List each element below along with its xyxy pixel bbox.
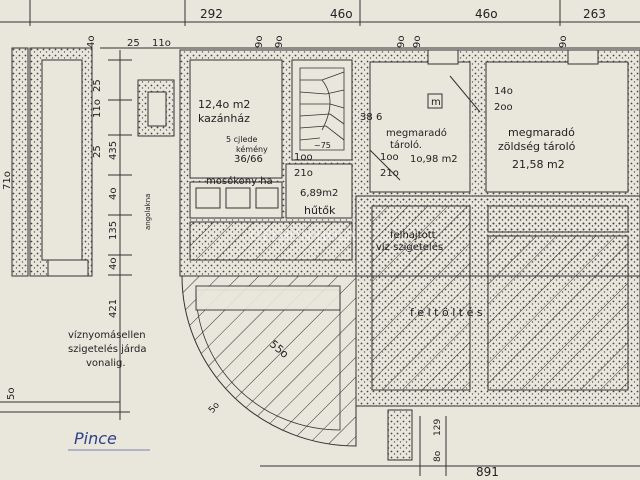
feltoltes-left-hatched: [371, 205, 471, 391]
watermark: OTTHON·HOLA: [250, 229, 356, 244]
bottom-stair: [387, 409, 413, 461]
door2-height: 21o: [380, 168, 399, 179]
dim-left-421: 421: [108, 299, 119, 318]
wall-dim-38: 38: [360, 112, 373, 123]
top-door-2: [567, 49, 599, 65]
dim-small-25: 25: [127, 38, 140, 49]
tarolo-area: 1o,98 m2: [410, 154, 458, 165]
angolakna-shaft-inner: [147, 91, 167, 127]
dim-left-40a: 4o: [108, 188, 119, 200]
dim-top-4: 263: [583, 7, 606, 21]
zoldseg-tarolo-room: [485, 61, 629, 193]
dim-small-90b: 9o: [274, 36, 285, 48]
door3-height: 2oo: [494, 102, 513, 113]
kemeny-size: 36/66: [234, 154, 263, 165]
washer-1: [195, 187, 221, 209]
wall-dim-6: 6: [376, 112, 382, 123]
mosokonyha-name: mosókony ha: [206, 175, 273, 187]
meter-box: [427, 93, 443, 109]
dim-bottom-small-50: 5o: [207, 400, 222, 415]
dim-bottom-small-129: 129: [433, 419, 443, 436]
tarolo-room: [369, 61, 471, 193]
stair-treads: [299, 67, 345, 151]
washer-2: [225, 187, 251, 209]
kemeny-name: kémény: [236, 144, 268, 154]
dim-left-110: 11o: [92, 99, 103, 118]
curved-walkway: [181, 275, 357, 447]
dim-small-90d: 9o: [412, 36, 423, 48]
dim-left-135: 135: [108, 221, 119, 240]
left-room-interior: [41, 59, 83, 261]
viznyomas-line2: szigetelés járda: [68, 343, 146, 355]
door1-height: 21o: [294, 168, 313, 179]
feltoltes-right-hatched: [487, 235, 629, 391]
washer-3: [255, 187, 279, 209]
hutok-area: 6,89m2: [300, 188, 338, 199]
dim-left-50: 5o: [6, 388, 17, 400]
dim-small-90e: 9o: [558, 36, 569, 48]
door1-width: 1oo: [294, 152, 313, 163]
dim-small-90c: 9o: [396, 36, 407, 48]
dim-small-110: 11o: [152, 38, 171, 49]
tarolo-name: megmaradó: [386, 127, 447, 139]
feltoltes-right-top: [487, 205, 629, 233]
zoldseg-area: 21,58 m2: [512, 158, 565, 171]
dim-left-25a: 25: [92, 79, 103, 92]
hutok-lower-band: [189, 221, 353, 261]
zoldseg-name2: zöldség tároló: [498, 140, 576, 153]
door-swing-1: [449, 75, 481, 113]
viznyomas-line3: vonalig.: [86, 358, 126, 369]
dim-left-25b: 25: [92, 145, 103, 158]
tarolo-name2: tároló.: [390, 139, 422, 151]
dim-top-1: 292: [200, 7, 223, 21]
felhajtott-line2: víz szigetelés: [376, 241, 443, 253]
hutok-room: [285, 163, 353, 219]
door2-width: 1oo: [380, 152, 399, 163]
dim-small-90a: 9o: [254, 36, 265, 48]
dim-left-710: 71o: [2, 171, 13, 190]
left-wall-strip: [11, 47, 29, 277]
left-room-door: [47, 259, 89, 277]
dim-bottom-small-80: 8o: [433, 450, 443, 462]
dim-top-2: 46o: [330, 7, 353, 21]
walkway-inner-arc: [195, 289, 341, 431]
felhajtott-line1: felhajtott: [390, 230, 436, 241]
walkway-strip: [195, 285, 341, 311]
dim-left-435: 435: [108, 141, 119, 160]
feltoltes-label: f e l t ö l t é s: [410, 306, 483, 319]
angolakna-label: angolakna: [144, 194, 152, 230]
stair-dim: ~75: [314, 141, 331, 150]
top-dimension-line: [0, 0, 640, 26]
dim-left-40b: 4o: [108, 258, 119, 270]
zoldseg-name: megmaradó: [508, 126, 575, 139]
stair-area: [291, 59, 353, 161]
kazanhaz-area: 12,4o m2: [198, 98, 250, 111]
kazanhaz-room: [189, 59, 283, 179]
door-swing-2: [369, 149, 401, 181]
viznyomas-line1: víznyomásellen: [68, 329, 146, 341]
plan-title: Pince: [74, 429, 117, 448]
dim-bottom-891: 891: [476, 465, 499, 479]
top-door-1: [427, 49, 459, 65]
mosokonyha-room: [189, 181, 283, 219]
meter-mark: m: [431, 97, 441, 108]
left-dimension-column: [108, 50, 132, 420]
dim-small-40: 4o: [86, 36, 97, 48]
hutok-name: hűtők: [304, 204, 336, 217]
kemeny-label: 5 cjlede: [226, 135, 257, 144]
dim-top-3: 46o: [475, 7, 498, 21]
door3-width: 14o: [494, 86, 513, 97]
kazanhaz-name: kazánház: [198, 112, 250, 125]
